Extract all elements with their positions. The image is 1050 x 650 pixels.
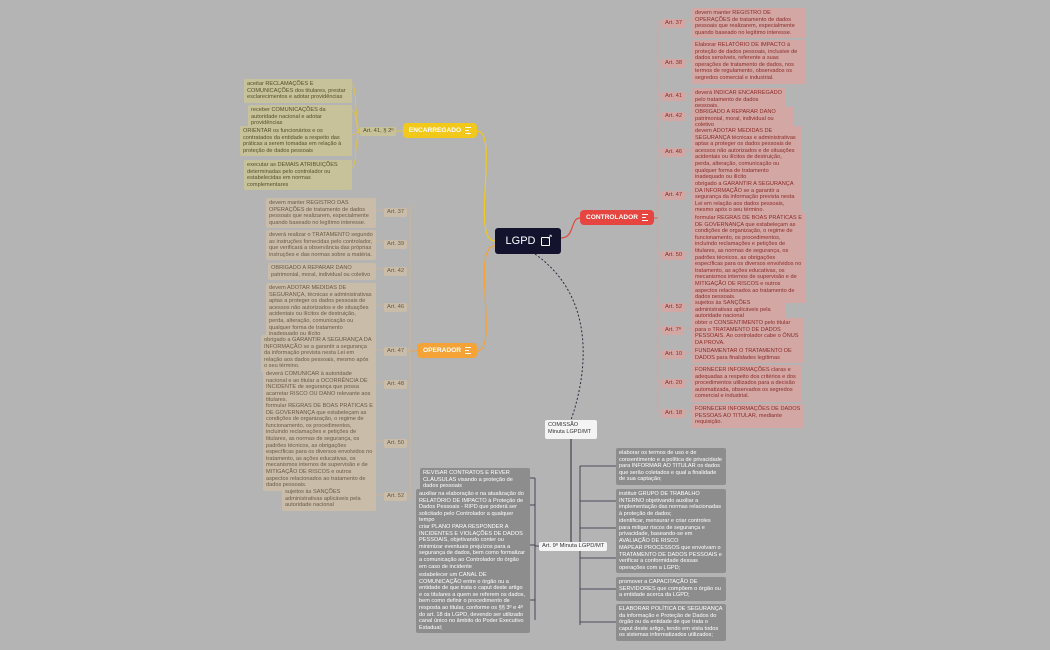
operador-item[interactable]: deverá realizar o TRATAMENTO segundo as … bbox=[266, 230, 376, 261]
controlador-article[interactable]: Art. 52 bbox=[662, 303, 686, 312]
comissao-right-item[interactable]: identificar, mensurar e criar controles … bbox=[616, 516, 726, 547]
edge-op-item bbox=[375, 381, 385, 384]
edge-op-item bbox=[375, 239, 385, 244]
edge-operador bbox=[476, 245, 496, 352]
comissao-left-item[interactable]: auxiliar na elaboração e na atualização … bbox=[416, 489, 530, 526]
controlador-article[interactable]: Art. 41 bbox=[662, 92, 686, 101]
external-link-icon[interactable] bbox=[541, 233, 552, 246]
edge-enc-item bbox=[351, 130, 361, 169]
controlador-article[interactable]: Art. 47 bbox=[662, 191, 686, 200]
encarregado-item[interactable]: ORIENTAR os funcionários e os contratado… bbox=[240, 126, 352, 157]
controlador-item[interactable]: formular REGRAS DE BOAS PRÁTICAS E DE GO… bbox=[692, 213, 806, 303]
controlador-article[interactable]: Art. 20 bbox=[662, 379, 686, 388]
branch-operador[interactable]: OPERADOR bbox=[417, 343, 477, 358]
comissao-right-item[interactable]: instituir GRUPO DE TRABALHO INTERNO obje… bbox=[616, 489, 726, 520]
edge-ctrl-item bbox=[685, 19, 693, 23]
operador-article[interactable]: Art. 46 bbox=[384, 303, 408, 312]
edge-ctrl-item bbox=[685, 113, 693, 116]
edge-ctrl-item bbox=[685, 251, 693, 255]
operador-article[interactable]: Art. 50 bbox=[384, 439, 408, 448]
operador-item[interactable]: devem ADOTAR MEDIDAS DE SEGURANÇA, técni… bbox=[266, 283, 376, 340]
operador-article[interactable]: Art. 39 bbox=[384, 240, 408, 249]
edge-op-item bbox=[375, 439, 385, 443]
operador-article[interactable]: Art. 47 bbox=[384, 347, 408, 356]
controlador-item[interactable]: FUNDAMENTAR O TRATAMENTO DE DADOS para f… bbox=[692, 346, 804, 364]
encarregado-item[interactable]: aceitar RECLAMAÇÕES E COMUNICAÇÕES dos t… bbox=[244, 79, 352, 103]
operador-item[interactable]: obrigado a GARANTIR A SEGURANÇA DA INFOR… bbox=[261, 335, 376, 372]
notes-icon[interactable] bbox=[642, 214, 648, 221]
edge-enc-item bbox=[351, 83, 361, 132]
edge-ctrl-item bbox=[685, 191, 693, 195]
branch-label: CONTROLADOR bbox=[585, 214, 638, 221]
controlador-item[interactable]: devem ADOTAR MEDIDAS DE SEGURANÇA técnic… bbox=[692, 126, 802, 183]
edge-ctrl-item bbox=[685, 379, 693, 383]
branch-encarregado[interactable]: ENCARREGADO bbox=[403, 123, 477, 138]
controlador-article[interactable]: Art. 10 bbox=[662, 350, 686, 359]
comissao-right-item[interactable]: MAPEAR PROCESSOS que envolvam o TRATAMEN… bbox=[616, 543, 726, 574]
root-title: LGPD bbox=[505, 235, 536, 247]
comissao-article[interactable]: Art. 9º Minuta LGPD/MT bbox=[539, 542, 608, 551]
notes-icon[interactable] bbox=[465, 127, 472, 134]
controlador-article[interactable]: Art. 7º bbox=[662, 326, 684, 335]
edge-op-item bbox=[375, 304, 385, 307]
branch-label: OPERADOR bbox=[422, 347, 462, 354]
controlador-item[interactable]: devem manter REGISTRO DE OPERAÇÕES de tr… bbox=[692, 8, 806, 39]
controlador-item[interactable]: obrigado a GARANTIR A SEGURANÇA DA INFOR… bbox=[692, 179, 802, 216]
edge-ctrl-item bbox=[685, 59, 693, 63]
operador-article[interactable]: Art. 52 bbox=[384, 492, 408, 501]
controlador-article[interactable]: Art. 37 bbox=[662, 19, 686, 28]
controlador-article[interactable]: Art. 38 bbox=[662, 59, 686, 68]
comissao-left-item[interactable]: estabelecer um CANAL DE COMUNICAÇÃO entr… bbox=[416, 570, 530, 634]
operador-article[interactable]: Art. 42 bbox=[384, 267, 408, 276]
controlador-item[interactable]: Elaborar RELATÓRIO DE IMPACTO à proteção… bbox=[692, 40, 806, 84]
encarregado-item[interactable]: receber COMUNICAÇÕES da autoridade nacio… bbox=[248, 105, 352, 129]
edge-ctrl-item bbox=[685, 149, 693, 152]
edge-ctrl-item bbox=[685, 303, 693, 307]
controlador-item[interactable]: OBRIGADO A REPARAR DANO patrimonial, mor… bbox=[692, 107, 794, 131]
controlador-item[interactable]: FORNECER INFORMAÇÕES claras e adequadas … bbox=[692, 365, 802, 402]
comissao-left-item[interactable]: criar PLANO PARA RESPONDER A INCIDENTES … bbox=[416, 522, 530, 573]
controlador-item[interactable]: FORNECER INFORMAÇÕES DE DADOS PESSOAS AO… bbox=[692, 404, 804, 428]
root-topic[interactable]: LGPD bbox=[495, 228, 561, 254]
operador-item[interactable]: devem manter REGISTRO DAS OPERAÇÕES de t… bbox=[266, 198, 376, 229]
controlador-article[interactable]: Art. 18 bbox=[662, 409, 686, 418]
controlador-article[interactable]: Art. 50 bbox=[662, 251, 686, 260]
edge-controlador bbox=[560, 217, 581, 239]
edge-ctrl-item bbox=[685, 410, 693, 413]
comissao-left-item[interactable]: REVISAR CONTRATOS E REVER CLÁUSULAS visa… bbox=[420, 468, 530, 492]
controlador-item[interactable]: sujeitos às SANÇÕES administrativas apli… bbox=[692, 298, 786, 322]
operador-item[interactable]: deverá COMUNICAR à autoridade nacional e… bbox=[263, 369, 376, 406]
edge-comissao bbox=[534, 253, 584, 421]
operador-item[interactable]: formular REGRAS DE BOAS PRÁTICAS E DE GO… bbox=[263, 401, 376, 491]
branch-comissao[interactable]: COMISSÃO Minuta LGPD/MT bbox=[545, 420, 597, 439]
controlador-article[interactable]: Art. 46 bbox=[662, 148, 686, 157]
branch-controlador[interactable]: CONTROLADOR bbox=[580, 210, 654, 225]
edge-ctrl-item bbox=[685, 327, 693, 330]
encarregado-item[interactable]: executar as DEMAIS ATRIBUIÇÕES determina… bbox=[244, 160, 352, 191]
comissao-right-item[interactable]: elaborar os termos de uso e de consentim… bbox=[616, 448, 726, 485]
operador-article[interactable]: Art. 37 bbox=[384, 208, 408, 217]
edge-op-item bbox=[375, 209, 385, 212]
edge-enc-item bbox=[351, 130, 361, 136]
edge-ctrl-item bbox=[685, 351, 693, 354]
edge-op-item bbox=[375, 267, 385, 271]
operador-item[interactable]: sujeitos às SANÇÕES administrativas apli… bbox=[282, 487, 376, 511]
edge-encarregado bbox=[476, 130, 496, 242]
comissao-right-item[interactable]: ELABORAR POLÍTICA DE SEGURANÇA da inform… bbox=[616, 604, 726, 641]
operador-article[interactable]: Art. 48 bbox=[384, 380, 408, 389]
comissao-right-item[interactable]: promover a CAPACITAÇÃO DE SERVIDORES que… bbox=[616, 577, 726, 601]
controlador-item[interactable]: obter o CONSENTIMENTO pelo titular para … bbox=[692, 318, 804, 349]
controlador-item[interactable]: deverá INDICAR ENCARREGADO pelo tratamen… bbox=[692, 88, 786, 112]
notes-icon[interactable] bbox=[465, 347, 472, 354]
edge-ctrl-item bbox=[685, 93, 693, 96]
edge-enc-item bbox=[351, 109, 361, 132]
controlador-article[interactable]: Art. 42 bbox=[662, 112, 686, 121]
operador-item[interactable]: OBRIGADO A REPARAR DANO patrimonial, mor… bbox=[268, 263, 376, 281]
encarregado-article[interactable]: Art. 41, § 2º bbox=[360, 127, 397, 136]
branch-label: ENCARREGADO bbox=[408, 127, 462, 134]
